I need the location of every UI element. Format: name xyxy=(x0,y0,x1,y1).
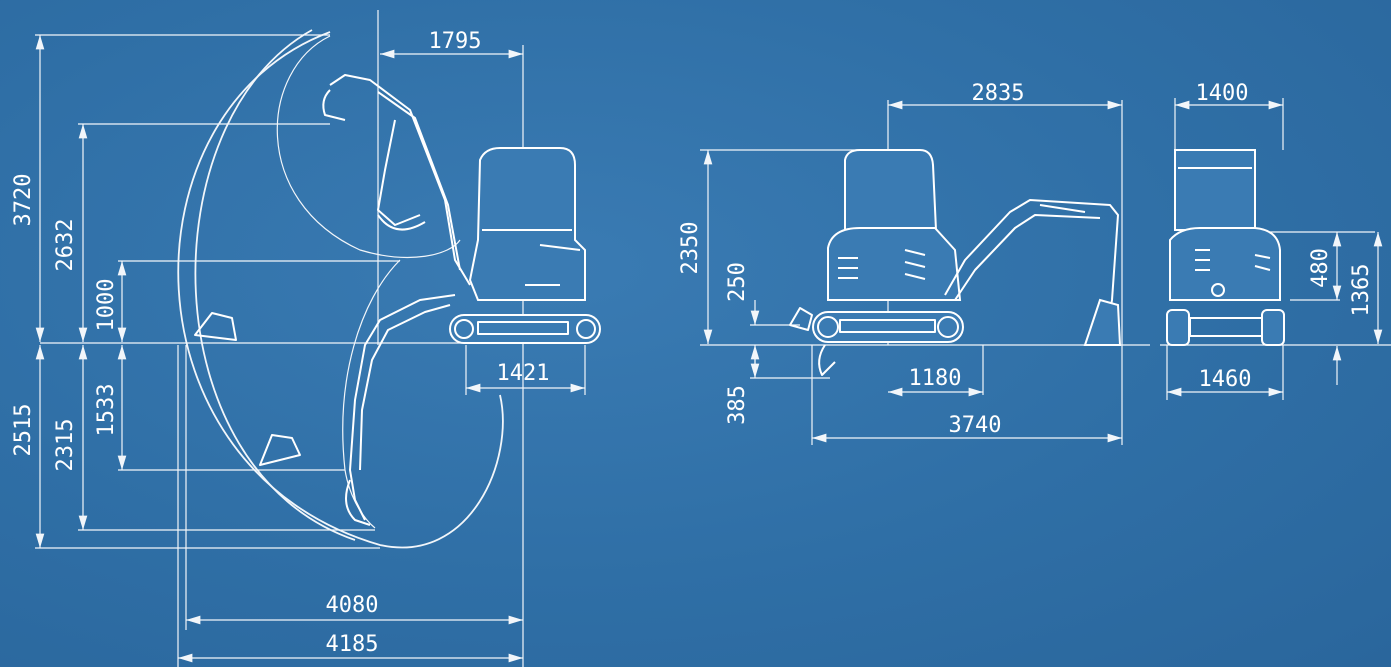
dim-label-250: 250 xyxy=(725,262,750,302)
dim-label-1180: 1180 xyxy=(909,366,962,391)
dim-label-3720: 3720 xyxy=(11,174,36,227)
excavator-top-drawing xyxy=(194,74,601,526)
dim-label-2315: 2315 xyxy=(53,419,78,472)
dim-label-1400: 1400 xyxy=(1196,81,1249,106)
dim-label-3740: 3740 xyxy=(949,413,1002,438)
working-range-view: 1795 1421 4080 4185 3720 2632 1000 2515 … xyxy=(11,10,601,667)
dim-label-1795: 1795 xyxy=(429,29,482,54)
dim-label-480: 480 xyxy=(1308,248,1333,288)
dim-label-4080: 4080 xyxy=(326,593,379,618)
dim-label-1460: 1460 xyxy=(1199,367,1252,392)
bucket-icon xyxy=(259,434,301,466)
side-view: 2835 2350 250 385 1180 3740 xyxy=(678,81,1150,445)
front-view: 1400 1460 480 1365 xyxy=(1160,81,1391,400)
dim-label-2835: 2835 xyxy=(972,81,1025,106)
bucket-envelope xyxy=(276,35,461,259)
dim-label-1533: 1533 xyxy=(94,384,119,437)
dig-curve xyxy=(342,259,401,529)
inner-reach-envelope xyxy=(194,29,356,541)
excavator-front-drawing xyxy=(1166,149,1285,346)
dim-label-1421: 1421 xyxy=(497,361,550,386)
dim-label-1000: 1000 xyxy=(94,279,119,332)
dim-label-1365: 1365 xyxy=(1349,264,1374,317)
bucket-icon xyxy=(194,312,237,341)
dim-label-4185: 4185 xyxy=(326,632,379,657)
dim-label-385: 385 xyxy=(725,385,750,425)
excavator-side-drawing xyxy=(789,149,1122,376)
dim-label-2515: 2515 xyxy=(11,404,36,457)
dim-label-2350: 2350 xyxy=(678,222,703,275)
dim-label-2632: 2632 xyxy=(53,219,78,272)
